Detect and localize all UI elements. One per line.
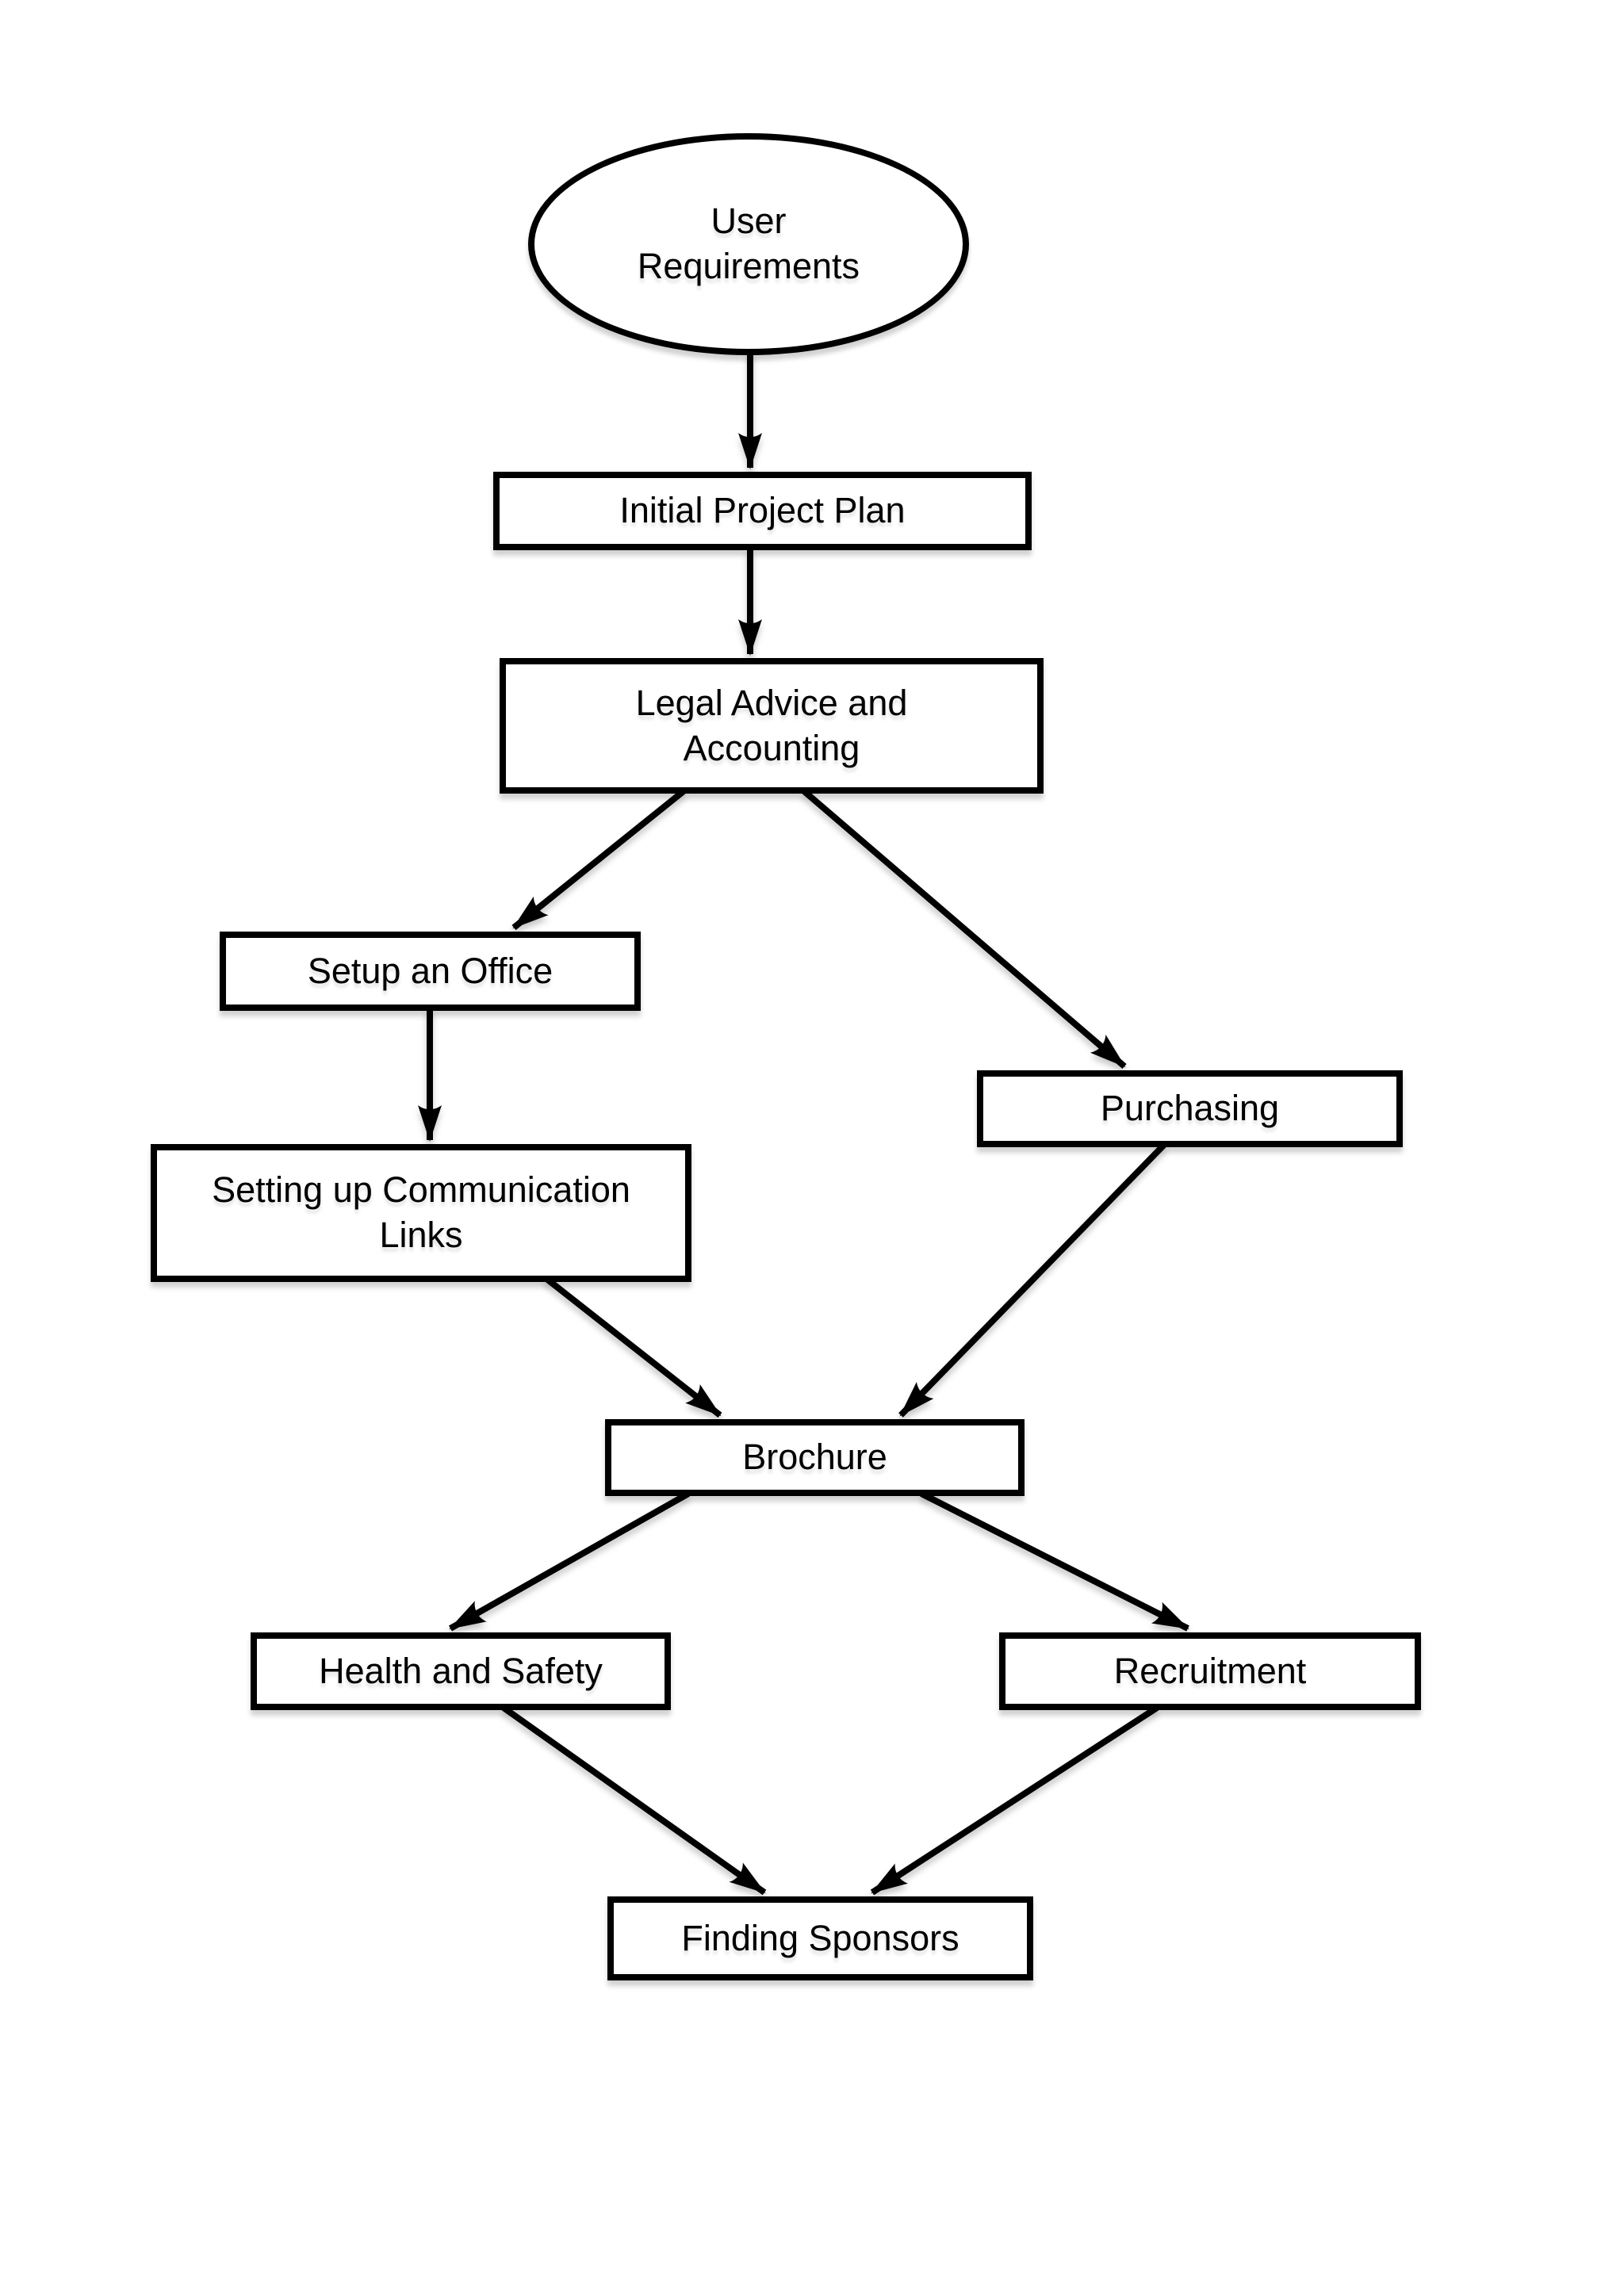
node-purchasing: Purchasing: [977, 1070, 1403, 1147]
node-user-requirements: User Requirements: [528, 133, 969, 355]
edge-legal-advice-and-accounting-to-purchasing: [802, 788, 1127, 1070]
node-finding-sponsors: Finding Sponsors: [607, 1896, 1033, 1980]
node-health-and-safety: Health and Safety: [251, 1632, 671, 1710]
node-brochure: Brochure: [605, 1419, 1025, 1496]
edge-brochure-to-health-and-safety: [449, 1490, 690, 1632]
node-setting-up-communication-links: Setting up Communication Links: [151, 1144, 691, 1282]
edge-brochure-to-recruitment: [920, 1490, 1189, 1632]
edge-recruitment-to-finding-sponsors: [870, 1705, 1159, 1896]
edge-legal-advice-and-accounting-to-setup-an-office: [511, 788, 686, 931]
edge-health-and-safety-to-finding-sponsors: [501, 1705, 767, 1896]
node-legal-advice-and-accounting: Legal Advice and Accounting: [500, 658, 1044, 794]
node-initial-project-plan: Initial Project Plan: [493, 472, 1032, 550]
edge-setting-up-communication-links-to-brochure: [543, 1275, 722, 1418]
edge-purchasing-to-brochure: [898, 1142, 1166, 1418]
node-setup-an-office: Setup an Office: [220, 932, 641, 1011]
node-recruitment: Recruitment: [999, 1632, 1421, 1710]
